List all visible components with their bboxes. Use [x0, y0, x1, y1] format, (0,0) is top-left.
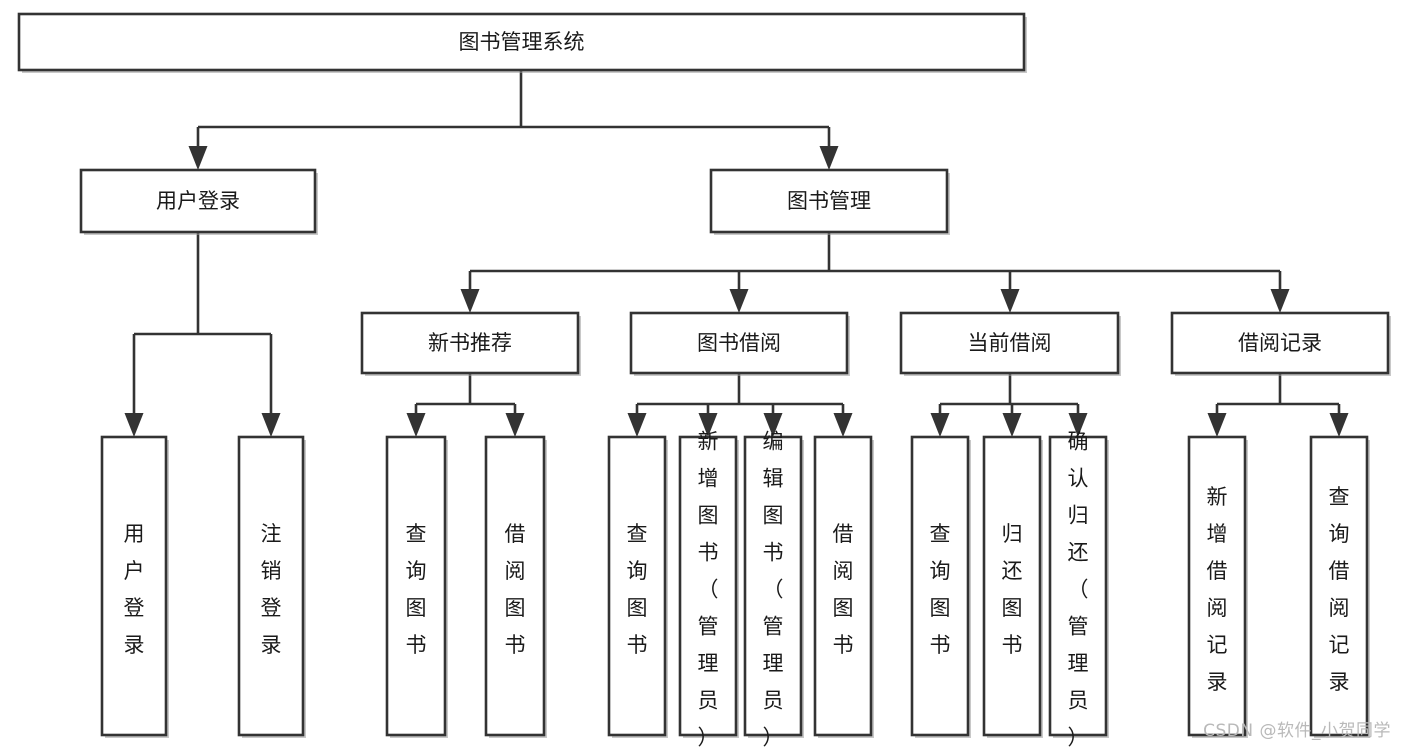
- node-leaf-query-book-3[interactable]: 查询图书: [910, 435, 971, 738]
- node-label: 借阅图书: [833, 522, 854, 657]
- node-label: 借阅图书: [505, 522, 526, 657]
- node-leaf-borrow-book-1[interactable]: 借阅图书: [484, 435, 547, 738]
- connector-borrowrecord-to-leaves: [1207, 373, 1349, 437]
- node-label: 查询图书: [627, 522, 648, 657]
- node-leaf-user-login[interactable]: 用户登录: [100, 435, 169, 738]
- node-label: 用户登录: [124, 522, 145, 657]
- connector-root-to-level2: [188, 70, 839, 170]
- connector-layer: [124, 70, 1349, 437]
- node-label: 确认归还（管理员）: [1068, 429, 1089, 747]
- node-label: 注销登录: [261, 522, 282, 657]
- node-leaf-logout[interactable]: 注销登录: [237, 435, 306, 738]
- node-user-login[interactable]: 用户登录: [79, 168, 318, 235]
- node-label: 图书管理系统: [459, 30, 585, 54]
- node-root[interactable]: 图书管理系统: [17, 12, 1027, 73]
- node-leaf-query-borrow-record[interactable]: 查询借阅记录: [1309, 435, 1370, 738]
- node-label: 编辑图书（管理员）: [763, 429, 784, 747]
- node-book-manage[interactable]: 图书管理: [709, 168, 950, 235]
- node-leaf-add-borrow-record[interactable]: 新增借阅记录: [1187, 435, 1248, 738]
- node-current-borrow[interactable]: 当前借阅: [899, 311, 1121, 376]
- connector-currentborrow-to-leaves: [930, 373, 1088, 437]
- csdn-watermark: CSDN @软件_小贺同学: [1203, 721, 1391, 741]
- node-leaf-return-book[interactable]: 归还图书: [982, 435, 1043, 738]
- connector-bookborrow-to-leaves: [627, 373, 853, 437]
- node-book-borrow[interactable]: 图书借阅: [629, 311, 850, 376]
- node-leaf-query-book-1[interactable]: 查询图书: [385, 435, 448, 738]
- node-label: 新增图书（管理员）: [698, 429, 719, 747]
- node-new-book-recommend[interactable]: 新书推荐: [360, 311, 581, 376]
- node-leaf-add-book-admin[interactable]: 新增图书（管理员）: [678, 429, 739, 747]
- node-label: 查询借阅记录: [1329, 485, 1350, 694]
- node-label: 图书借阅: [697, 331, 781, 355]
- connector-userlogin-to-leaves: [124, 232, 281, 437]
- node-label: 新增借阅记录: [1207, 485, 1228, 694]
- node-label: 图书管理: [787, 189, 871, 213]
- node-label: 用户登录: [156, 189, 240, 213]
- node-label: 当前借阅: [968, 331, 1052, 355]
- node-label: 借阅记录: [1238, 331, 1322, 355]
- connector-bookmanage-to-level3: [460, 232, 1290, 313]
- connector-newbook-to-leaves: [406, 373, 525, 437]
- node-label: 归还图书: [1002, 522, 1023, 657]
- node-label: 查询图书: [930, 522, 951, 657]
- node-leaf-edit-book-admin[interactable]: 编辑图书（管理员）: [743, 429, 804, 747]
- node-leaf-query-book-2[interactable]: 查询图书: [607, 435, 668, 738]
- node-layer: 图书管理系统用户登录图书管理新书推荐图书借阅当前借阅借阅记录用户登录注销登录查询…: [17, 12, 1391, 747]
- node-leaf-borrow-book-2[interactable]: 借阅图书: [813, 435, 874, 738]
- node-label: 查询图书: [406, 522, 427, 657]
- node-leaf-confirm-return-admin[interactable]: 确认归还（管理员）: [1048, 429, 1109, 747]
- node-borrow-record[interactable]: 借阅记录: [1170, 311, 1391, 376]
- node-label: 新书推荐: [428, 331, 512, 355]
